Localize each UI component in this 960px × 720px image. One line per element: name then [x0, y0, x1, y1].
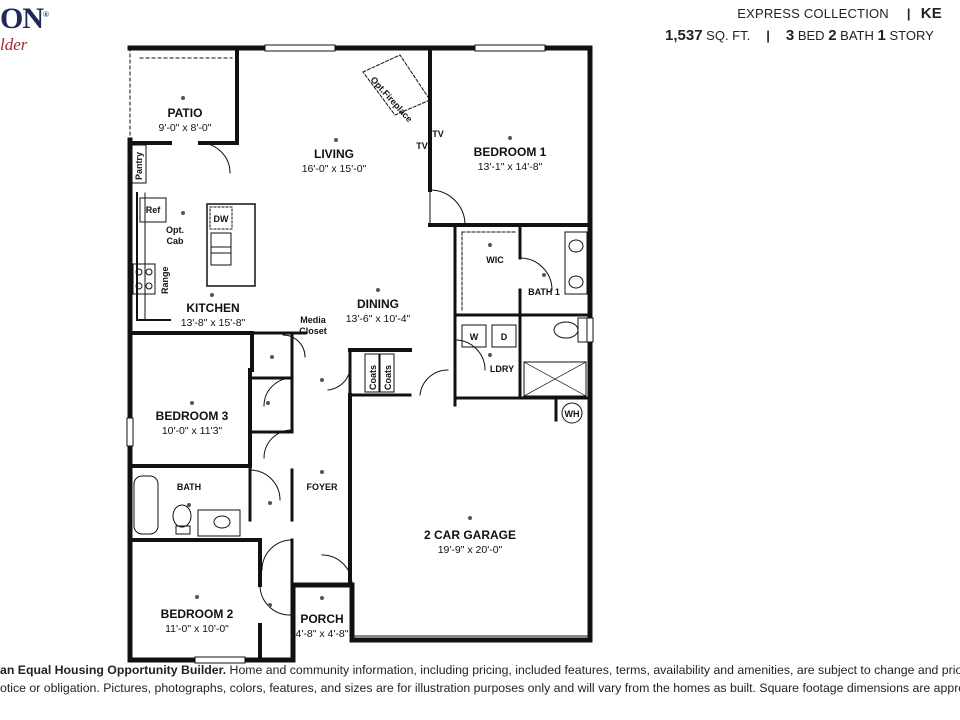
- bedroom3-dims: 10'-0" x 11'3": [162, 425, 223, 437]
- svg-text:Cab: Cab: [166, 236, 184, 246]
- disclaimer-line2: otice or obligation. Pictures, photograp…: [0, 680, 960, 695]
- logo-wordmark: ON®: [0, 2, 49, 35]
- bath1-label: BATH 1: [528, 287, 560, 297]
- bedroom1-label: BEDROOM 1: [474, 145, 547, 159]
- bedroom2-label: BEDROOM 2: [161, 607, 234, 621]
- header-separator: |: [906, 6, 911, 21]
- dishwasher-label: DW: [214, 214, 229, 224]
- disclaimer: an Equal Housing Opportunity Builder. Ho…: [0, 662, 960, 698]
- bedroom2-dims: 11'-0" x 10'-0": [165, 623, 229, 635]
- builder-logo: ON® lder: [0, 2, 60, 58]
- patio-dims: 9'-0" x 8'-0": [159, 122, 212, 134]
- fireplace-label: Opt.Fireplace: [369, 75, 415, 124]
- disclaimer-line1: Home and community information, includin…: [226, 663, 960, 677]
- range-label: Range: [160, 266, 170, 294]
- bedroom3-label: BEDROOM 3: [156, 409, 229, 423]
- kitchen-label: KITCHEN: [186, 301, 239, 315]
- story-count: 1: [877, 27, 886, 44]
- bed-count: 3: [785, 27, 795, 44]
- pantry-label: Pantry: [134, 152, 144, 180]
- bath-label: BATH: [177, 482, 201, 492]
- porch-label: PORCH: [300, 612, 343, 626]
- plan-specs: 1,537 SQ. FT.|3 BED 2 BATH 1 STORY: [665, 27, 934, 44]
- garage-label: 2 CAR GARAGE: [424, 528, 516, 542]
- water-heater-label: WH: [565, 409, 580, 419]
- porch-dims: 4'-8" x 4'-8": [296, 628, 349, 640]
- media-closet-label: Media: [300, 315, 327, 325]
- kitchen-dims: 13'-8" x 15'-8": [181, 317, 246, 329]
- living-label: LIVING: [314, 147, 354, 161]
- collection-name: EXPRESS COLLECTION: [737, 6, 889, 21]
- ref-label: Ref: [146, 205, 162, 215]
- foyer-label: FOYER: [306, 482, 338, 492]
- sqft-unit: SQ. FT.: [706, 28, 751, 43]
- living-dims: 16'-0" x 15'-0": [302, 163, 367, 175]
- bath-count: 2: [828, 27, 837, 44]
- opt-cab-label: Opt.: [166, 225, 184, 235]
- garage-dims: 19'-9" x 20'-0": [438, 544, 503, 556]
- patio-label: PATIO: [168, 106, 203, 120]
- tv-label-b: TV: [416, 141, 428, 151]
- dining-dims: 13'-6" x 10'-4": [346, 313, 411, 325]
- dryer-label: D: [501, 332, 508, 342]
- logo-tagline: lder: [0, 35, 28, 54]
- coats-closet-a-label: Coats: [368, 365, 378, 390]
- plan-name: KE: [920, 5, 942, 22]
- disclaimer-bold: an Equal Housing Opportunity Builder.: [0, 663, 227, 677]
- tv-label-a: TV: [432, 129, 444, 139]
- washer-label: W: [470, 332, 479, 342]
- coats-closet-b-label: Coats: [383, 365, 393, 390]
- wic-label: WIC: [486, 255, 504, 265]
- dining-label: DINING: [357, 297, 399, 311]
- sqft-value: 1,537: [665, 27, 703, 44]
- svg-text:Closet: Closet: [299, 326, 327, 336]
- ldry-label: LDRY: [490, 364, 514, 374]
- collection-header: EXPRESS COLLECTION | KE: [737, 5, 942, 22]
- bedroom1-dims: 13'-1" x 14'-8": [478, 161, 543, 173]
